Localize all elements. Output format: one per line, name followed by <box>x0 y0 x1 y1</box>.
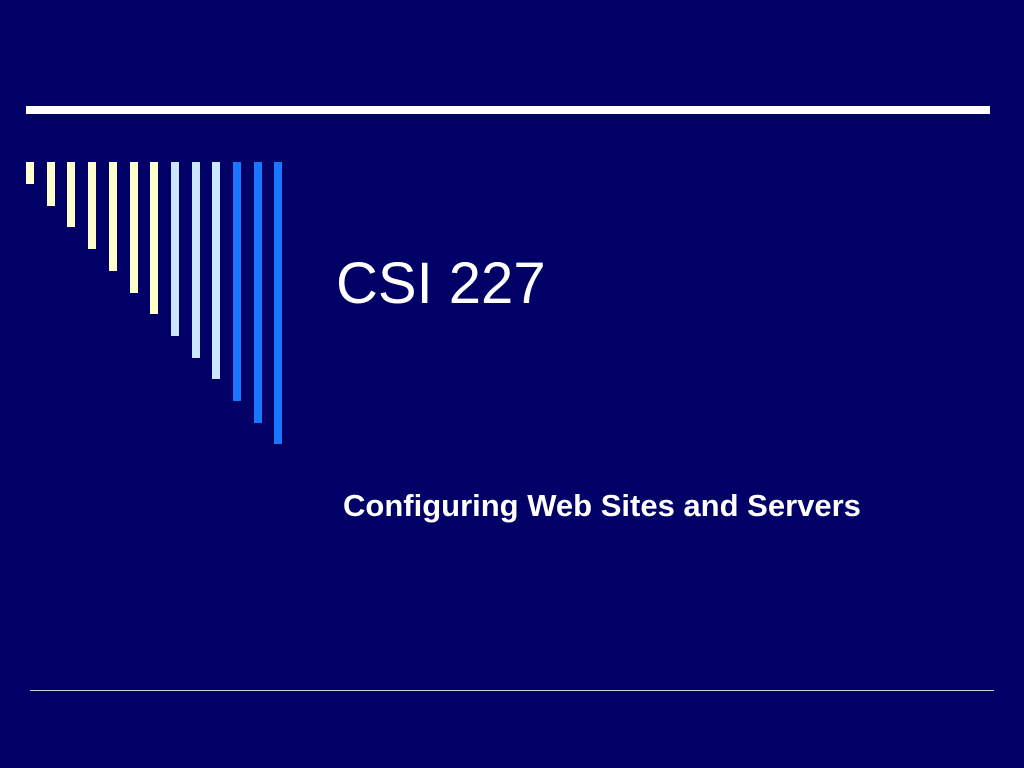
decor-bar <box>171 162 179 336</box>
decor-bar <box>109 162 117 271</box>
decor-bar <box>212 162 220 379</box>
decor-bar <box>47 162 55 206</box>
decor-bar <box>150 162 158 314</box>
slide-title: CSI 227 <box>336 251 546 316</box>
slide-subtitle: Configuring Web Sites and Servers <box>343 488 861 523</box>
decor-bar <box>88 162 96 249</box>
bottom-rule <box>30 690 994 691</box>
decor-bar <box>130 162 138 293</box>
decor-bar <box>192 162 200 358</box>
top-rule <box>26 106 990 114</box>
decor-bar <box>67 162 75 227</box>
decor-bar <box>254 162 262 423</box>
decor-bar <box>26 162 34 184</box>
decor-bar <box>233 162 241 401</box>
decor-bar <box>274 162 282 444</box>
